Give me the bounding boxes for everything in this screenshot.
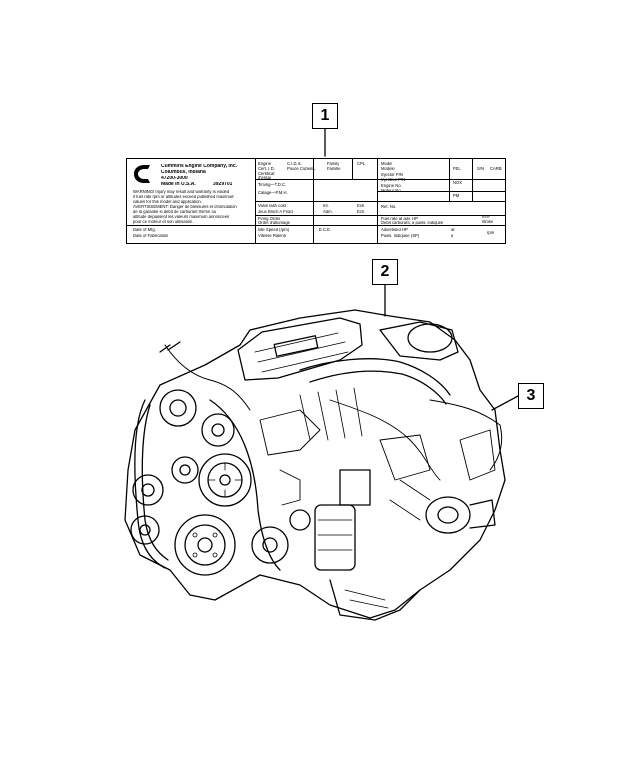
plate-cid: C.I.D./L — [287, 162, 302, 166]
plate-jeux: Jeux Bloch A Froid — [258, 210, 293, 214]
plate-city: Columbus, Indiana — [161, 170, 206, 175]
plate-calage: Calage—P.M.H. — [258, 191, 288, 195]
plate-nox: NOX — [453, 181, 463, 185]
valve-cover — [237, 317, 363, 381]
plate-warning-2: if fuel rate rpm or altitudes exceed pub… — [133, 195, 235, 199]
plate-ordre: Ordre d'allumage — [258, 221, 290, 225]
plate-engine-no: Engine No. — [381, 184, 402, 188]
engine-data-plate: Cummins Engine Company, Inc. Columbus, I… — [126, 158, 506, 244]
plate-ece: E.C.E. — [319, 228, 332, 232]
plate-rpm: rpm — [487, 231, 495, 235]
plate-a: a — [451, 234, 454, 238]
plate-firing: Firing Order — [258, 217, 281, 221]
plate-exh: Exh. — [357, 204, 366, 208]
fuel-filter — [314, 504, 356, 571]
plate-fel: FEL — [453, 167, 461, 171]
plate-warning-6: altitude depassent les valeurs maximum a… — [133, 215, 230, 219]
plate-famille: Famille — [327, 167, 341, 171]
plate-cert: Cert. I.D. — [258, 167, 275, 171]
upper-pulley — [201, 413, 235, 447]
plate-warning-4: AVERTISSEMENT: Danger de blessures et d'… — [133, 205, 237, 209]
wiring-harness — [429, 399, 503, 471]
oil-pan — [329, 579, 421, 621]
plate-moteur-no: Moteur No. — [381, 189, 402, 193]
plate-pouce: Pouce Cubes/L — [287, 167, 316, 171]
plate-part-number: 3929701 — [213, 182, 233, 187]
plate-warning-5: de la garantie si debit de carburant trs… — [133, 210, 217, 214]
plate-at: at — [451, 228, 455, 232]
drive-belt-left — [134, 399, 166, 569]
plate-date-mfg: Date of Mfg. — [133, 228, 156, 232]
plate-ref: Ref. No. — [381, 205, 397, 209]
plate-family: Family — [327, 162, 340, 166]
plate-date-fab: Date of Fabrication — [133, 234, 169, 238]
callout-1: 1 — [312, 103, 338, 129]
ac-compressor-pulley — [130, 515, 160, 545]
plate-warning-7: pour ce moteur et son utilisation. — [133, 220, 194, 224]
plate-warning-3: values for this model and application. — [133, 200, 202, 204]
cummins-logo — [134, 165, 150, 183]
filter-head — [339, 469, 371, 506]
plate-company: Cummins Engine Company, Inc. — [161, 164, 238, 169]
plate-timing: Timing—T.D.C. — [258, 183, 287, 187]
plate-modele: Modele — [381, 167, 395, 171]
plate-injector-pn: Injector P/N — [381, 173, 403, 177]
air-intake-port — [407, 323, 453, 353]
valve-cover-logo — [273, 335, 319, 357]
drive-belt-right — [209, 399, 281, 571]
alternator — [159, 389, 197, 427]
plate-int: Int. — [323, 204, 329, 208]
plate-fuel-rate: Fuel rate at adv. HP — [381, 217, 418, 221]
plate-stroke: stroke — [482, 220, 494, 224]
intake-manifold — [299, 358, 451, 396]
plate-idle: Idle Speed (rpm) — [258, 228, 290, 232]
fan-pulley — [198, 453, 252, 507]
plate-code: 47200-3000 — [161, 176, 188, 181]
starter-motor — [425, 496, 471, 534]
leader-line-3 — [491, 395, 519, 411]
tensioner-pulley — [132, 474, 164, 506]
plate-vitesse: Vitesse Ralenti — [258, 234, 286, 238]
plate-injecteur-pn: Injecteur P/N — [381, 178, 406, 182]
plate-made-in: Made in U.S.A. — [161, 182, 196, 187]
plate-ech: Ech. — [357, 210, 366, 214]
plate-d-essai: d'essai — [258, 176, 271, 180]
plate-mm3: mm³ — [482, 215, 491, 219]
plate-cpl: CPL — [357, 162, 366, 166]
plate-warning-1: WARNING! Injury may result and warranty … — [133, 190, 230, 194]
plate-adm: Adm. — [323, 210, 333, 214]
plate-valve: Valve lash cold — [258, 204, 286, 208]
plate-engine: Engine — [258, 162, 272, 166]
plate-pm: PM — [453, 194, 460, 198]
air-intake — [379, 321, 459, 361]
power-steering-pulley — [251, 526, 289, 564]
plate-certificat: Certificat — [258, 172, 275, 176]
engine-outline — [124, 309, 506, 619]
plate-carb: CARB — [490, 167, 502, 171]
plate-sn: S/N — [477, 167, 484, 171]
plate-model: Model — [381, 162, 393, 166]
plate-adv-hp: Advertised HP — [381, 228, 408, 232]
plate-debit: Debit carburant, a puiss. indiquee — [381, 221, 444, 225]
crankshaft-damper — [174, 514, 236, 576]
plate-puiss: Puiss. Indiquee (SP) — [381, 234, 420, 238]
idler-pulley — [171, 456, 199, 484]
